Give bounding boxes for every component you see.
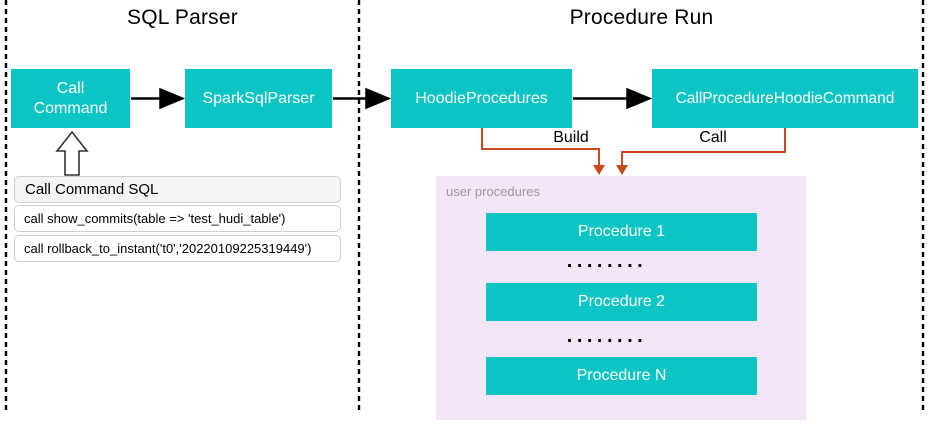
node-procedure-n: Procedure N — [486, 357, 757, 395]
build-arrowhead-icon — [593, 165, 605, 175]
edge-label-build: Build — [553, 129, 589, 146]
node-procedure-2: Procedure 2 — [486, 283, 757, 321]
node-hoodieprocedures: HoodieProcedures — [391, 69, 572, 128]
node-callprocedurehoodiecommand: CallProcedureHoodieCommand — [652, 69, 918, 128]
node-call-command: Call Command — [11, 69, 130, 128]
call-arrowhead-icon — [616, 165, 628, 175]
section-title-procedure-run: Procedure Run — [569, 6, 714, 29]
node-procedure-1: Procedure 1 — [486, 213, 757, 251]
sql-panel-header: Call Command SQL — [14, 176, 341, 203]
node-sparksqlparser: SparkSqlParser — [185, 69, 332, 128]
ellipsis-row-2: ........ — [566, 325, 648, 347]
node-call-command-line2: Command — [33, 99, 108, 117]
sql-panel-row-rollback: call rollback_to_instant('t0','202201092… — [14, 235, 341, 262]
node-call-command-line1: Call — [56, 79, 85, 97]
section-title-sql-parser: SQL Parser — [127, 6, 238, 29]
ellipsis-row-1: ........ — [566, 250, 648, 272]
hollow-up-arrow-icon — [55, 130, 89, 176]
sql-panel-row-show-commits: call show_commits(table => 'test_hudi_ta… — [14, 205, 341, 232]
user-procedures-label: user procedures — [446, 184, 540, 199]
edge-label-call: Call — [699, 129, 727, 146]
